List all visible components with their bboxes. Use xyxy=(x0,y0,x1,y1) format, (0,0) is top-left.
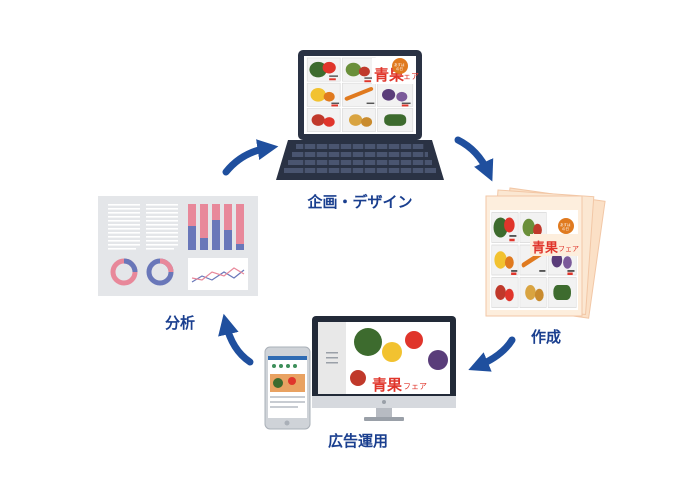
monitor-flyer-subtitle: フェア xyxy=(403,382,427,391)
step-label-ad-operation: 広告運用 xyxy=(328,432,388,450)
smartphone-illustration xyxy=(265,347,310,429)
arrow-planning-to-creation xyxy=(458,140,488,172)
step-label-analysis: 分析 xyxy=(165,314,195,332)
analytics-illustration xyxy=(98,196,258,296)
flyer-badge-line2: の日 xyxy=(562,227,569,231)
monitor-illustration: 青果 フェア xyxy=(312,316,456,421)
laptop-illustration: 青果 フェア あすは の日 xyxy=(276,50,444,180)
step-label-creation: 作成 xyxy=(531,328,561,346)
monitor-flyer-title: 青果 xyxy=(372,376,403,394)
step-label-planning-design: 企画・デザイン xyxy=(306,193,412,211)
arrow-operation-to-analysis xyxy=(226,324,250,362)
flyers-illustration: 青果 フェア あすは の日 xyxy=(486,188,605,318)
arrow-analysis-to-planning xyxy=(226,148,268,172)
flyer-title: 青果 xyxy=(532,240,558,256)
laptop-badge-line2: の日 xyxy=(396,67,403,71)
arrow-creation-to-operation xyxy=(478,340,512,366)
flyer-subtitle: フェア xyxy=(558,245,579,253)
